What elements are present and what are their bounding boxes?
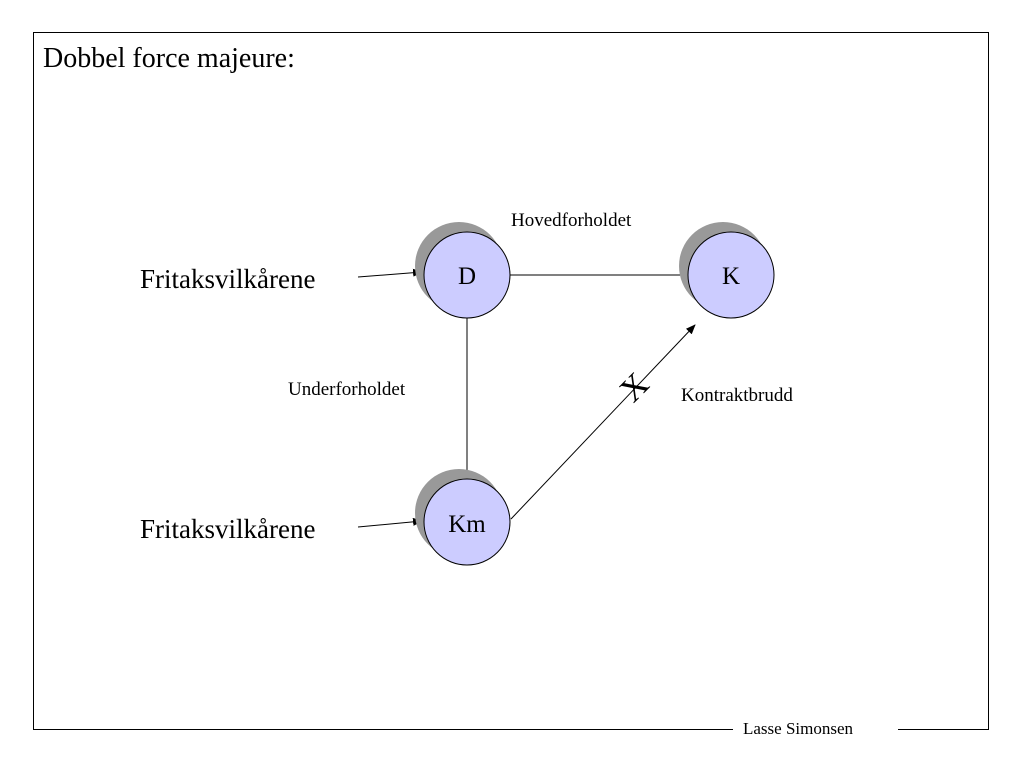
footer-author: Lasse Simonsen <box>743 719 854 738</box>
sub-relation-label: Underforholdet <box>288 379 406 400</box>
node-k: K <box>679 222 775 319</box>
node-d-circle <box>423 231 511 319</box>
breach-arrow <box>510 324 696 520</box>
node-k-label: K <box>722 263 740 290</box>
slide-frame <box>33 32 989 730</box>
exemption-arrow-top <box>357 268 423 278</box>
exemption-label-bottom: Fritaksvilkårene <box>140 514 315 544</box>
exemption-label-top: Fritaksvilkårene <box>140 264 315 294</box>
breach-label: Kontraktbrudd <box>681 385 793 406</box>
node-km: Km <box>415 469 511 566</box>
exemption-arrow-bottom <box>357 517 423 528</box>
node-d: D <box>415 222 511 319</box>
node-km-label: Km <box>448 511 486 538</box>
node-d-label: D <box>458 263 476 290</box>
main-relation-label: Hovedforholdet <box>511 210 632 231</box>
footer-rule-left <box>33 729 733 730</box>
footer-rule-right <box>898 729 988 730</box>
slide-title: Dobbel force majeure: <box>43 43 295 74</box>
node-k-circle <box>687 231 775 319</box>
node-km-circle <box>423 478 511 566</box>
